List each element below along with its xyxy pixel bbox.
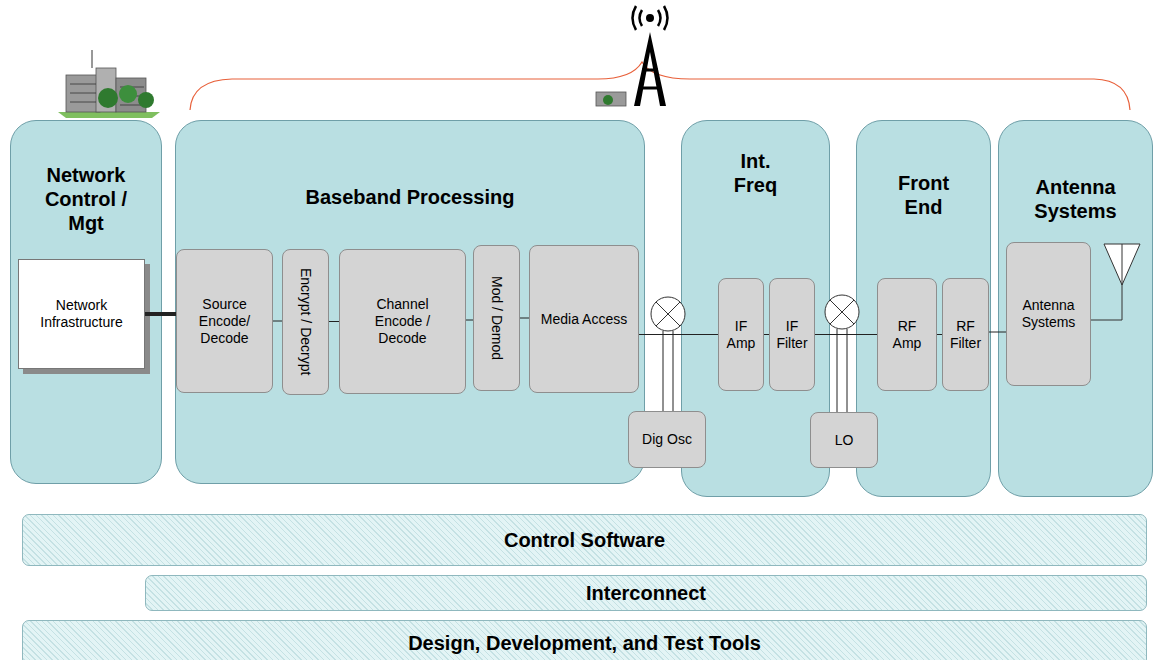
panel-title: Network Control / Mgt	[26, 163, 146, 235]
process-box: Antenna Systems	[1006, 242, 1091, 386]
layer-band: Interconnect	[145, 575, 1147, 611]
control-panel: Network Control / MgtNetwork Infrastruct…	[10, 120, 162, 484]
panel-title: Antenna Systems	[1016, 175, 1136, 223]
mixer-symbol	[825, 295, 859, 329]
oscillator-box: LO	[810, 412, 878, 468]
box-label: RF Filter	[945, 318, 987, 352]
band-label: Control Software	[504, 528, 665, 552]
band-label: Design, Development, and Test Tools	[408, 631, 761, 655]
process-box: RF Amp	[877, 278, 937, 391]
layer-band: Design, Development, and Test Tools	[22, 620, 1147, 660]
box-label: Dig Osc	[642, 431, 692, 448]
box-label: Network Infrastructure	[27, 297, 137, 331]
building-icon	[58, 50, 160, 118]
lo-wire	[847, 329, 848, 412]
mixer-symbol	[651, 297, 685, 331]
osc-wire	[663, 331, 664, 411]
box-label: RF Amp	[885, 318, 929, 352]
layer-band: Control Software	[22, 514, 1147, 566]
process-box: IF Amp	[718, 278, 764, 391]
box-label: Antenna Systems	[1011, 297, 1087, 331]
box-label: LO	[835, 432, 854, 449]
panel-title: Int. Freq	[726, 149, 786, 197]
box-label: Media Access	[541, 311, 627, 328]
band-label: Interconnect	[586, 581, 706, 605]
box-label: Channel Encode / Decode	[367, 296, 439, 347]
box-label: Encrypt / Decrypt	[297, 268, 314, 375]
baseband-panel: Baseband ProcessingSource Encode/ Decode…	[175, 120, 645, 484]
box-label: Mod / Demod	[488, 276, 505, 360]
process-box: IF Filter	[769, 278, 815, 391]
process-box: Encrypt / Decrypt	[282, 249, 329, 395]
panel-title: Front End	[889, 171, 959, 219]
infrastructure-box: Network Infrastructure	[18, 259, 145, 369]
osc-wire	[673, 331, 674, 411]
tower-icon	[596, 6, 668, 106]
process-box: Media Access	[529, 245, 639, 393]
process-box: RF Filter	[942, 278, 989, 391]
process-box: Channel Encode / Decode	[339, 249, 466, 394]
box-label: IF Amp	[720, 318, 762, 352]
antenna-panel: Antenna SystemsAntenna Systems	[998, 120, 1153, 497]
process-box: Source Encode/ Decode	[176, 249, 273, 393]
oscillator-box: Dig Osc	[628, 411, 706, 468]
process-box: Mod / Demod	[473, 245, 520, 391]
box-label: IF Filter	[771, 318, 813, 352]
panel-title: Baseband Processing	[260, 185, 560, 209]
box-label: Source Encode/ Decode	[185, 296, 265, 347]
lo-wire	[837, 329, 838, 412]
